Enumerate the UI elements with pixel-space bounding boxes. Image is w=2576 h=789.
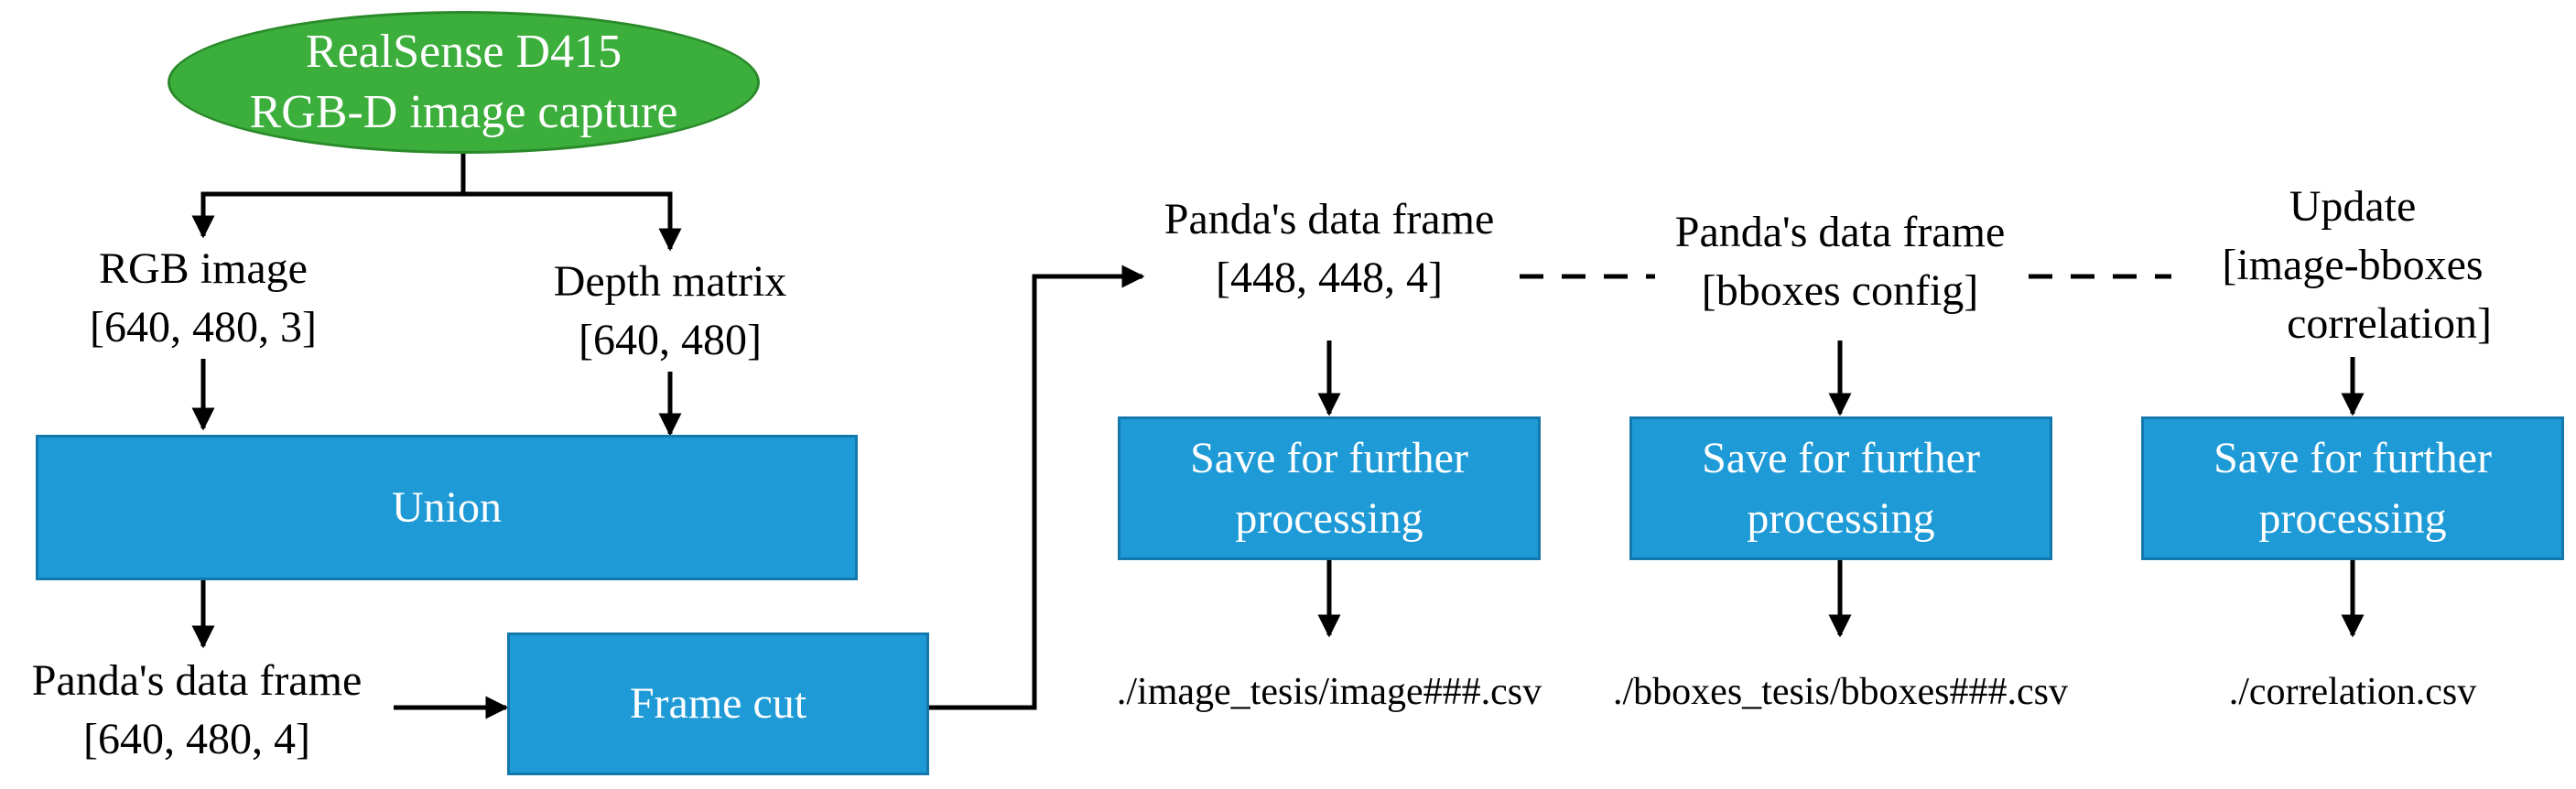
save-node-image: Save for further processing [1118,416,1541,560]
update-label: Update [image-bboxes correlation] [2170,178,2536,353]
dataframe-448-title: Panda's data frame [1164,195,1495,243]
save-node-bboxes: Save for further processing [1629,416,2052,560]
save-image-line-1: Save for further [1190,433,1468,482]
update-line-2: [image-bboxes [2222,241,2484,289]
dataframe-bboxes-config: [bboxes config] [1701,266,1979,315]
union-node: Union [36,435,858,580]
output-image-csv: ./image_tesis/image###.csv [1116,671,1542,713]
save-bboxes-line-2: processing [1747,493,1935,543]
update-line-3: correlation] [2287,299,2492,348]
capture-node: RealSense D415 RGB-D image capture [168,11,760,154]
capture-line-2: RGB-D image capture [249,86,678,138]
capture-line-1: RealSense D415 [305,26,622,78]
save-correlation-line-1: Save for further [2213,433,2492,482]
depth-matrix-title: Depth matrix [553,257,787,306]
rgb-image-title: RGB image [99,244,308,293]
dataframe-bboxes-label: Panda's data frame [bboxes config] [1639,203,2041,320]
dataframe-640-shape: [640, 480, 4] [83,715,310,763]
dataframe-448-label: Panda's data frame [448, 448, 4] [1128,190,1531,308]
rgb-image-shape: [640, 480, 3] [90,303,317,351]
rgb-image-label: RGB image [640, 480, 3] [48,240,359,357]
save-node-correlation: Save for further processing [2141,416,2564,560]
frame-cut-label: Frame cut [629,679,807,728]
dataframe-640-title: Panda's data frame [31,656,363,705]
output-bboxes-csv: ./bboxes_tesis/bboxes###.csv [1613,671,2068,713]
save-image-line-2: processing [1235,493,1423,543]
arrow-framecut-to-448 [929,265,1145,710]
depth-matrix-shape: [640, 480] [579,316,762,364]
arrow-capture-to-rgb [191,154,466,239]
dataframe-bboxes-title: Panda's data frame [1674,208,2006,256]
dataframe-640-label: Panda's data frame [640, 480, 4] [0,652,394,769]
save-bboxes-line-1: Save for further [1702,433,1980,482]
dataframe-448-shape: [448, 448, 4] [1216,254,1443,302]
depth-matrix-label: Depth matrix [640, 480] [514,253,826,370]
save-correlation-line-2: processing [2258,493,2447,543]
output-correlation-csv: ./correlation.csv [2228,671,2477,713]
update-title: Update [2289,182,2417,231]
union-label: Union [392,482,502,532]
frame-cut-node: Frame cut [507,632,929,775]
arrow-capture-to-depth [463,191,682,252]
